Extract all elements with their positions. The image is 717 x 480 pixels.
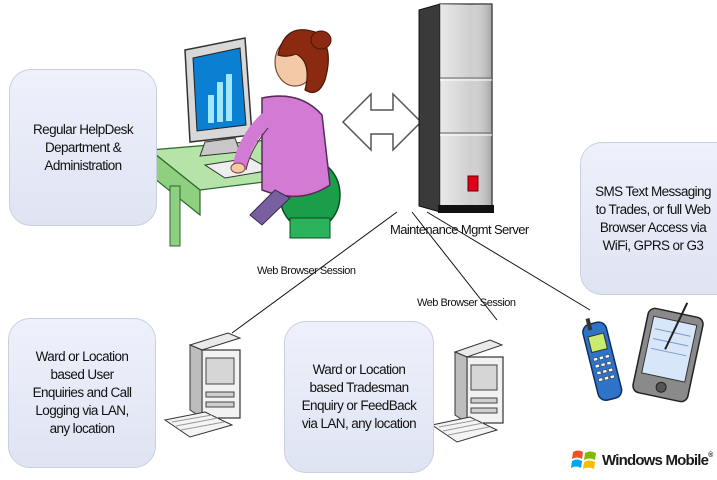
bidirectional-arrow-icon — [341, 92, 423, 152]
windows-mobile-logo: Windows Mobile® — [571, 447, 713, 473]
connector-left — [231, 211, 398, 334]
desktop-pc-icon — [163, 332, 242, 438]
server-label: Maintenance Mgmt Server — [390, 222, 529, 237]
web-session-label-left: Web Browser Session — [257, 265, 356, 277]
sms-box: SMS Text Messaging to Trades, or full We… — [580, 142, 717, 295]
desktop-pc-icon-2 — [430, 339, 504, 443]
windows-mobile-label: Windows Mobile — [602, 451, 709, 469]
mobile-phone-icon — [582, 318, 623, 402]
connector-right — [426, 211, 591, 311]
helpdesk-user-icon — [148, 29, 341, 247]
trademark-symbol: ® — [708, 451, 713, 459]
windows-flag-icon — [571, 450, 596, 469]
helpdesk-box: Regular HelpDesk Department & Administra… — [9, 69, 157, 226]
connector-middle — [411, 211, 498, 321]
pda-icon — [632, 302, 704, 403]
ward-trades-box: Ward or Location based Tradesman Enquiry… — [284, 321, 434, 473]
windows-mobile-text: Windows Mobile® — [602, 452, 713, 469]
ward-user-box: Ward or Location based User Enquiries an… — [8, 318, 156, 468]
server-tower-icon — [418, 3, 494, 213]
web-session-label-right: Web Browser Session — [417, 297, 516, 309]
